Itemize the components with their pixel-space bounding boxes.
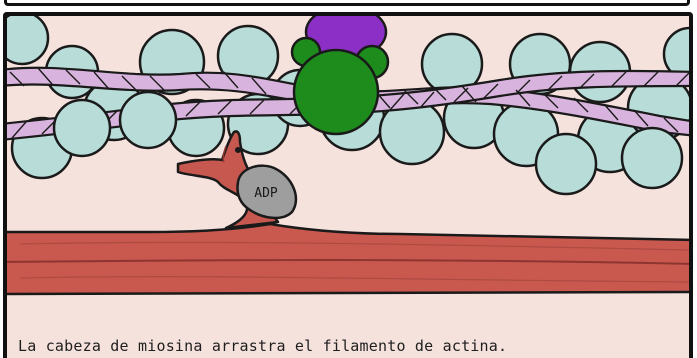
actin-bead: [662, 26, 689, 82]
comic-panel: ADP: [3, 12, 693, 358]
myosin-filament: [7, 222, 689, 296]
green-protein-icon: [290, 36, 390, 136]
previous-panel-edge: [0, 0, 697, 10]
adp-molecule-icon: ADP: [236, 164, 298, 220]
panel-caption: La cabeza de miosina arrastra el filamen…: [18, 337, 508, 355]
muscle-illustration: ADP: [7, 16, 689, 358]
actin-filament-front: [52, 90, 684, 196]
actin-bead: [620, 126, 684, 190]
actin-bead: [7, 16, 50, 66]
adp-label: ADP: [254, 186, 278, 201]
previous-panel-border: [4, 0, 690, 6]
actin-bead: [534, 132, 598, 196]
actin-bead: [52, 98, 112, 158]
actin-bead: [118, 90, 178, 150]
